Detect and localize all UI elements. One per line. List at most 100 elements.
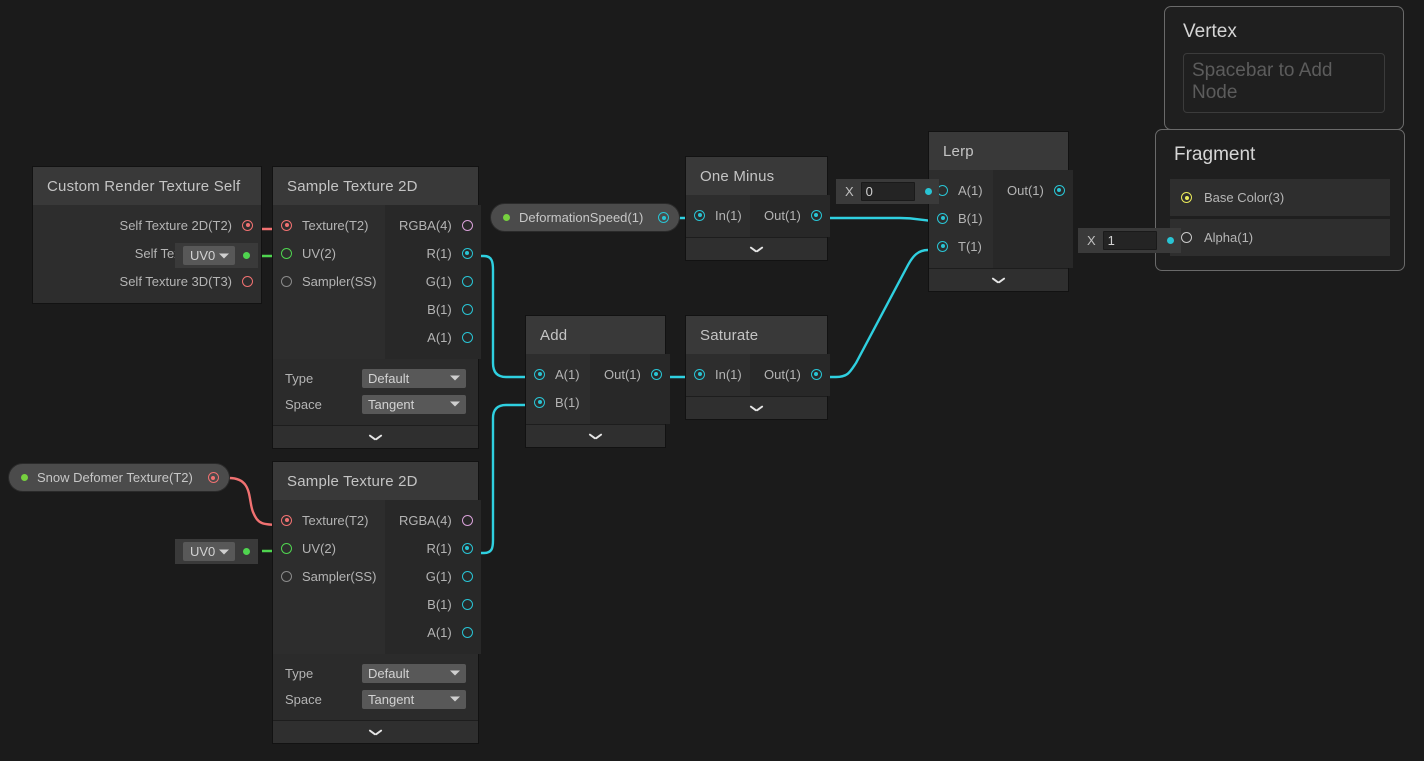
output-port-r[interactable]: R(1) [385, 534, 481, 562]
input-port-texture[interactable]: Texture(T2) [273, 211, 385, 239]
output-port-a[interactable]: A(1) [385, 618, 481, 646]
input-port-b[interactable]: B(1) [929, 204, 993, 232]
port-dot-cyan-icon[interactable] [694, 209, 705, 221]
output-port-self-texture-3d[interactable]: Self Texture 3D(T3) [33, 267, 261, 295]
lerp-a-value-widget[interactable]: X [836, 179, 939, 204]
output-port-g[interactable]: G(1) [385, 562, 481, 590]
setting-space-select[interactable]: Tangent [362, 689, 466, 709]
port-dot-red-icon[interactable] [207, 472, 219, 483]
setting-type[interactable]: Type Default [273, 365, 478, 391]
setting-type[interactable]: Type Default [273, 660, 478, 686]
port-dot-cyan-icon[interactable] [461, 626, 473, 638]
port-dot-cyan-icon[interactable] [461, 247, 473, 259]
port-dot-white-icon[interactable] [1181, 232, 1192, 243]
fragment-slot-base-color[interactable]: Base Color(3) [1170, 179, 1390, 216]
node-sample-texture-2d-b[interactable]: Sample Texture 2D Texture(T2) UV(2) Samp… [273, 462, 481, 743]
port-dot-cyan-icon[interactable] [461, 542, 473, 554]
property-node-deformation-speed[interactable]: DeformationSpeed(1) [491, 204, 680, 231]
port-dot-cyan-icon[interactable] [461, 303, 473, 315]
uv-channel-widget-crt[interactable]: UV0 [175, 243, 259, 268]
port-dot-green-icon[interactable] [281, 542, 292, 554]
port-dot-pink-icon[interactable] [461, 514, 473, 526]
collapse-toggle[interactable] [686, 237, 827, 260]
uv-pin-dot-icon[interactable] [243, 252, 251, 259]
port-dot-red-icon[interactable] [242, 275, 253, 287]
uv-select-crt[interactable]: UV0 [183, 246, 236, 265]
port-dot-cyan-icon[interactable] [461, 331, 473, 343]
value-pin-dot-icon[interactable] [1166, 237, 1174, 244]
output-port-a[interactable]: A(1) [385, 323, 481, 351]
uv-pin-dot-icon[interactable] [243, 548, 251, 555]
master-node-fragment[interactable]: Fragment Base Color(3) Alpha(1) [1155, 129, 1405, 271]
port-dot-cyan-icon[interactable] [937, 240, 948, 252]
port-dot-cyan-icon[interactable] [1053, 184, 1065, 196]
setting-space-select[interactable]: Tangent [362, 394, 466, 414]
output-port-out[interactable]: Out(1) [590, 360, 670, 388]
input-port-uv[interactable]: UV(2) [273, 239, 385, 267]
port-dot-cyan-icon[interactable] [650, 368, 662, 380]
collapse-toggle[interactable] [526, 424, 665, 447]
port-dot-grey-icon[interactable] [281, 275, 292, 287]
uv-select-sample-b[interactable]: UV0 [183, 542, 236, 561]
setting-space[interactable]: Space Tangent [273, 686, 478, 712]
node-saturate[interactable]: Saturate In(1) Out(1) [686, 316, 830, 419]
port-dot-red-icon[interactable] [242, 219, 253, 231]
output-port-out[interactable]: Out(1) [750, 360, 830, 388]
node-one-minus[interactable]: One Minus In(1) Out(1) [686, 157, 830, 260]
output-port-rgba[interactable]: RGBA(4) [385, 211, 481, 239]
port-dot-green-icon[interactable] [281, 247, 292, 259]
setting-type-select[interactable]: Default [362, 368, 466, 388]
fragment-slot-alpha[interactable]: Alpha(1) [1170, 219, 1390, 256]
input-port-sampler[interactable]: Sampler(SS) [273, 562, 385, 590]
fragment-alpha-value-widget[interactable]: X [1078, 228, 1181, 253]
input-port-b[interactable]: B(1) [526, 388, 590, 416]
vertex-add-node-placeholder[interactable]: Spacebar to Add Node [1183, 53, 1385, 113]
output-port-r[interactable]: R(1) [385, 239, 481, 267]
input-port-in[interactable]: In(1) [686, 201, 750, 229]
collapse-toggle[interactable] [273, 720, 478, 743]
output-port-rgba[interactable]: RGBA(4) [385, 506, 481, 534]
output-port-g[interactable]: G(1) [385, 267, 481, 295]
port-dot-cyan-icon[interactable] [937, 212, 948, 224]
port-dot-cyan-icon[interactable] [461, 598, 473, 610]
output-port-b[interactable]: B(1) [385, 590, 481, 618]
port-dot-cyan-icon[interactable] [534, 368, 545, 380]
value-pin-dot-icon[interactable] [924, 188, 932, 195]
setting-space[interactable]: Space Tangent [273, 391, 478, 417]
port-dot-cyan-icon[interactable] [810, 368, 822, 380]
fragment-alpha-value-input[interactable] [1102, 231, 1157, 250]
master-node-vertex[interactable]: Vertex Spacebar to Add Node [1164, 6, 1404, 130]
port-dot-cyan-icon[interactable] [461, 275, 473, 287]
property-node-snow-deformer-texture[interactable]: Snow Defomer Texture(T2) [9, 464, 229, 491]
port-dot-cyan-icon[interactable] [461, 570, 473, 582]
setting-type-select[interactable]: Default [362, 663, 466, 683]
lerp-a-value-input[interactable] [860, 182, 915, 201]
port-dot-pink-icon[interactable] [461, 219, 473, 231]
input-port-in[interactable]: In(1) [686, 360, 750, 388]
input-port-sampler[interactable]: Sampler(SS) [273, 267, 385, 295]
collapse-toggle[interactable] [929, 268, 1068, 291]
output-port-out[interactable]: Out(1) [993, 176, 1073, 204]
port-dot-red-icon[interactable] [281, 219, 292, 231]
uv-channel-widget-sample-b[interactable]: UV0 [175, 539, 259, 564]
node-add[interactable]: Add A(1) B(1) Out(1) [526, 316, 670, 447]
node-custom-render-texture-self[interactable]: Custom Render Texture Self Self Texture … [33, 167, 261, 303]
port-dot-cyan-icon[interactable] [810, 209, 822, 221]
port-dot-cyan-icon[interactable] [658, 212, 670, 223]
output-port-out[interactable]: Out(1) [750, 201, 830, 229]
output-port-b[interactable]: B(1) [385, 295, 481, 323]
output-port-self-texture-2d[interactable]: Self Texture 2D(T2) [33, 211, 261, 239]
node-lerp[interactable]: Lerp A(1) B(1) T(1) Out(1) [929, 132, 1073, 291]
input-port-uv[interactable]: UV(2) [273, 534, 385, 562]
node-sample-texture-2d-a[interactable]: Sample Texture 2D Texture(T2) UV(2) Samp… [273, 167, 481, 448]
port-dot-cyan-icon[interactable] [534, 396, 545, 408]
input-port-texture[interactable]: Texture(T2) [273, 506, 385, 534]
port-dot-cyan-icon[interactable] [694, 368, 705, 380]
port-dot-yellow-icon[interactable] [1181, 192, 1192, 203]
port-dot-red-icon[interactable] [281, 514, 292, 526]
input-port-a[interactable]: A(1) [526, 360, 590, 388]
port-dot-grey-icon[interactable] [281, 570, 292, 582]
collapse-toggle[interactable] [273, 425, 478, 448]
input-port-t[interactable]: T(1) [929, 232, 993, 260]
